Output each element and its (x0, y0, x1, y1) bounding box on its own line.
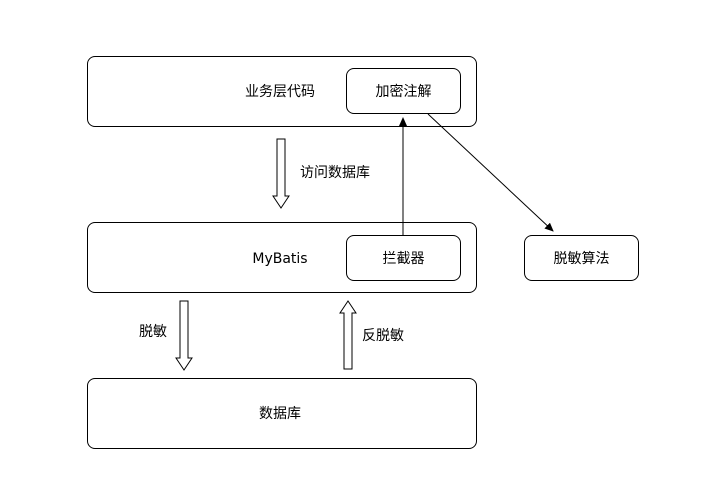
desensitize-label: 脱敏 (139, 324, 167, 340)
desensitize-arrow (175, 300, 193, 371)
database-box (87, 378, 477, 449)
access-database-label: 访问数据库 (300, 165, 370, 181)
reverse-desensitize-label: 反脱敏 (362, 328, 404, 344)
annotation-to-algorithm-arrow (427, 113, 554, 232)
encrypt-annotation-box: 加密注解 (346, 68, 461, 114)
interceptor-box: 拦截器 (346, 235, 461, 281)
desensitize-algorithm-box: 脱敏算法 (524, 235, 639, 281)
mybatis-label: MyBatis (252, 251, 308, 267)
access-database-arrow (272, 138, 290, 209)
reverse-desensitize-arrow (339, 300, 357, 370)
business-layer-label: 业务层代码 (245, 84, 315, 100)
database-label: 数据库 (259, 406, 301, 422)
